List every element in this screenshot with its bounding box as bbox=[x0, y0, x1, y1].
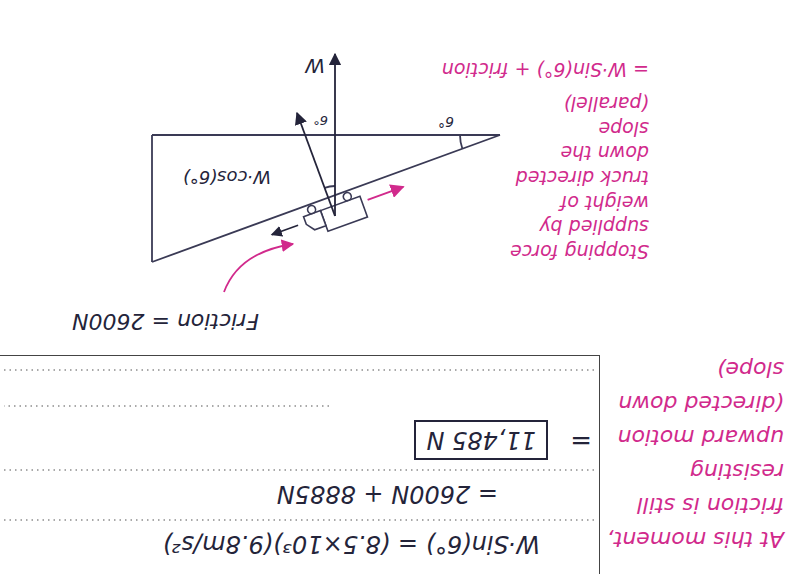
note: Stopping force supplied by weight of tru… bbox=[509, 91, 649, 264]
normal-component-arrow bbox=[297, 113, 335, 216]
dotted-rule bbox=[4, 370, 594, 520]
dotted-rule bbox=[4, 519, 594, 520]
equation-line: = 2600N + 8885N bbox=[277, 480, 498, 508]
wheel bbox=[342, 191, 352, 201]
angle-arc bbox=[460, 135, 462, 149]
text-holder: = bbox=[570, 426, 592, 456]
truck bbox=[267, 174, 409, 250]
leader-arrow bbox=[224, 244, 293, 292]
slope-line bbox=[152, 135, 500, 262]
equation-panel: 11,485 N W·Sin(6°) = (8.5×10³)(9.8m/s²) = … bbox=[0, 355, 600, 574]
text-holder: W bbox=[305, 54, 325, 78]
truck-cab bbox=[304, 211, 326, 232]
friction-arrow bbox=[368, 187, 404, 200]
text-holder: 6° bbox=[438, 113, 454, 131]
angle-arc bbox=[325, 186, 335, 188]
answer-value: 11,485 N bbox=[426, 426, 536, 454]
text-holder: = 2600N + 8885N bbox=[277, 480, 498, 508]
motion-arrow bbox=[272, 225, 298, 235]
slope-triangle bbox=[152, 135, 500, 262]
note: At this moment, friction is still resist… bbox=[606, 351, 784, 556]
angle-label: 6° bbox=[313, 113, 328, 128]
angle-label: 6° bbox=[438, 114, 454, 130]
equals-sign: = bbox=[570, 426, 592, 456]
weight-arrow bbox=[334, 54, 336, 216]
dotted-rule bbox=[4, 405, 329, 406]
height-line bbox=[151, 135, 153, 262]
text-holder: Friction = 2600N bbox=[72, 309, 259, 334]
text-holder: 6° bbox=[313, 112, 328, 130]
text-holder: = W·Sin(6°) + friction bbox=[429, 57, 649, 82]
text-holder: At this moment, friction is still resist… bbox=[606, 351, 784, 556]
force-value: Friction = 2600N bbox=[72, 309, 259, 334]
force-label: W·cos(6°) bbox=[183, 167, 271, 188]
equation-line: W·Sin(6°) = (8.5×10³)(9.8m/s²) bbox=[163, 530, 540, 558]
truck-body bbox=[320, 196, 367, 231]
text-holder: W·cos(6°) bbox=[183, 167, 271, 188]
dotted-rule bbox=[4, 469, 594, 470]
note: = W·Sin(6°) + friction bbox=[429, 57, 649, 82]
text-holder: W·Sin(6°) = (8.5×10³)(9.8m/s²) bbox=[163, 530, 540, 558]
wheel bbox=[306, 204, 316, 214]
text-holder: Stopping force supplied by weight of tru… bbox=[509, 91, 649, 264]
force-label: W bbox=[305, 54, 325, 78]
dotted-rule bbox=[4, 369, 594, 370]
ground-line bbox=[152, 134, 500, 136]
answer-box: 11,485 N bbox=[414, 420, 548, 460]
